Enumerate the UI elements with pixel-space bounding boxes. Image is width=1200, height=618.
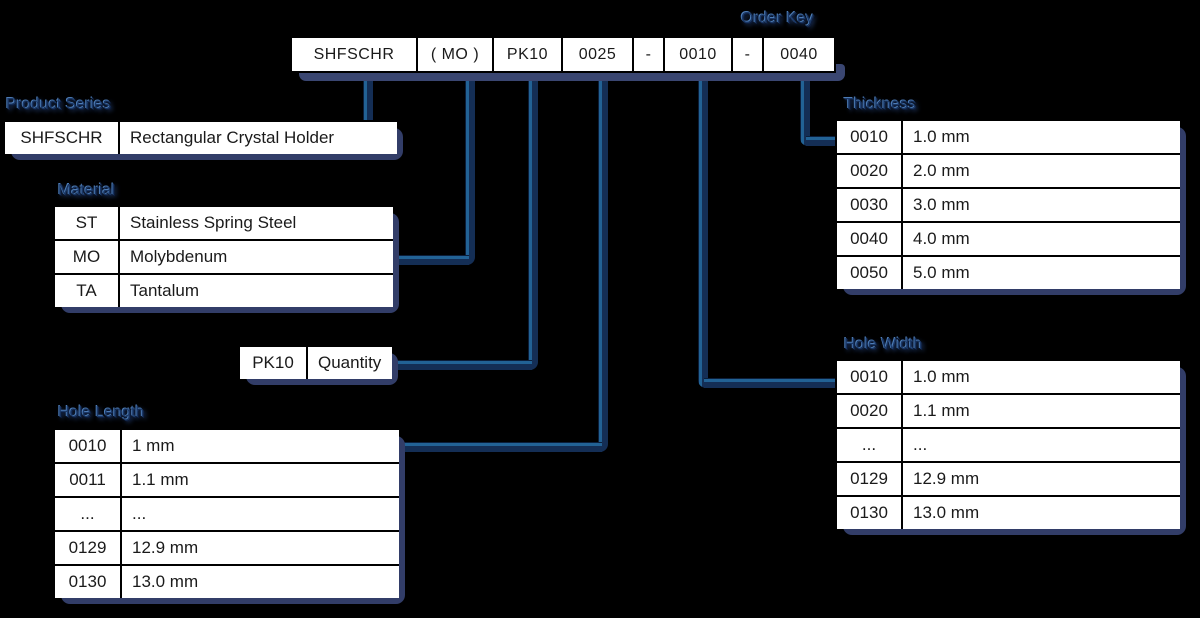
code-cell: ST xyxy=(55,207,120,239)
connector-hole-length-horizontal xyxy=(393,442,602,452)
connector-hole-width-vertical xyxy=(698,76,708,388)
desc-cell: 12.9 mm xyxy=(913,469,980,488)
order-key-cell-hole-width: 0010 xyxy=(665,38,733,71)
hole-length-label: Hole Length xyxy=(58,404,145,421)
connector-product-series xyxy=(363,76,373,128)
code-cell: TA xyxy=(55,275,120,307)
table-row: PK10 Quantity xyxy=(240,347,392,379)
table-row: SHFSCHR Rectangular Crystal Holder xyxy=(5,122,397,154)
code-cell: 0130 xyxy=(837,497,903,529)
desc-cell: 1.1 mm xyxy=(913,401,970,420)
order-key-cell-dash-2: - xyxy=(733,38,764,71)
desc-cell: ... xyxy=(132,504,147,523)
desc-cell: 1.0 mm xyxy=(913,127,970,146)
order-key-title: Order Key xyxy=(741,10,814,27)
desc-cell: ... xyxy=(913,435,928,454)
hole-width-table: 0010 1.0 mm 0020 1.1 mm ... ... 0129 12.… xyxy=(835,359,1186,535)
code-cell: 0129 xyxy=(55,532,122,564)
table-row: 0010 1.0 mm xyxy=(837,121,1180,155)
desc-cell: 1.0 mm xyxy=(913,367,970,386)
material-label: Material xyxy=(58,182,115,199)
table-row: ST Stainless Spring Steel xyxy=(55,207,393,241)
desc-cell: 1.1 mm xyxy=(132,470,189,489)
order-key-cell-product-series: SHFSCHR xyxy=(292,38,418,71)
desc-cell: Tantalum xyxy=(130,281,199,300)
order-key-cell-quantity: PK10 xyxy=(494,38,563,71)
product-series-table: SHFSCHR Rectangular Crystal Holder xyxy=(3,120,403,160)
desc-cell: 12.9 mm xyxy=(132,538,199,557)
hole-width-label: Hole Width xyxy=(844,336,923,353)
table-row: ... ... xyxy=(55,498,399,532)
connector-material-horizontal xyxy=(389,255,469,265)
desc-cell: 5.0 mm xyxy=(913,263,970,282)
order-key-cell-thickness: 0040 xyxy=(764,38,834,71)
code-cell: 0010 xyxy=(837,121,903,153)
table-row: 0010 1.0 mm xyxy=(837,361,1180,395)
code-cell: 0010 xyxy=(837,361,903,393)
table-row: MO Molybdenum xyxy=(55,241,393,275)
table-row: 0020 1.1 mm xyxy=(837,395,1180,429)
order-key-cell-dash-1: - xyxy=(634,38,665,71)
connector-hole-width-horizontal xyxy=(704,378,842,388)
table-row: 0011 1.1 mm xyxy=(55,464,399,498)
table-row: 0050 5.0 mm xyxy=(837,257,1180,289)
desc-cell: Rectangular Crystal Holder xyxy=(130,128,335,147)
desc-cell: 4.0 mm xyxy=(913,229,970,248)
code-cell: ... xyxy=(55,498,122,530)
table-row: 0130 13.0 mm xyxy=(837,497,1180,529)
code-cell: 0130 xyxy=(55,566,122,598)
code-cell: 0020 xyxy=(837,395,903,427)
connector-thickness-vertical xyxy=(800,76,810,146)
desc-cell: 2.0 mm xyxy=(913,161,970,180)
connector-hole-length-vertical xyxy=(598,76,608,452)
code-cell: ... xyxy=(837,429,903,461)
code-cell: MO xyxy=(55,241,120,273)
thickness-table: 0010 1.0 mm 0020 2.0 mm 0030 3.0 mm 0040… xyxy=(835,119,1186,295)
code-cell: 0129 xyxy=(837,463,903,495)
table-row: 0040 4.0 mm xyxy=(837,223,1180,257)
desc-cell: 13.0 mm xyxy=(913,503,980,522)
product-series-label: Product Series xyxy=(6,96,111,113)
table-row: TA Tantalum xyxy=(55,275,393,307)
hole-length-table: 0010 1 mm 0011 1.1 mm ... ... 0129 12.9 … xyxy=(53,428,405,604)
table-row: 0130 13.0 mm xyxy=(55,566,399,598)
code-cell: SHFSCHR xyxy=(5,122,120,154)
desc-cell: 1 mm xyxy=(132,436,175,455)
connector-quantity-vertical xyxy=(528,76,538,370)
connector-material-vertical xyxy=(465,76,475,265)
table-row: 0030 3.0 mm xyxy=(837,189,1180,223)
order-key-cell-material: ( MO ) xyxy=(418,38,494,71)
code-cell: PK10 xyxy=(240,347,308,379)
table-row: ... ... xyxy=(837,429,1180,463)
code-cell: 0050 xyxy=(837,257,903,289)
desc-cell: Quantity xyxy=(318,353,382,372)
table-row: 0010 1 mm xyxy=(55,430,399,464)
table-row: 0129 12.9 mm xyxy=(837,463,1180,497)
code-cell: 0011 xyxy=(55,464,122,496)
order-key-cell-hole-length: 0025 xyxy=(563,38,634,71)
code-cell: 0040 xyxy=(837,223,903,255)
connector-quantity-horizontal xyxy=(384,360,532,370)
thickness-label: Thickness xyxy=(844,96,917,113)
connector-thickness-horizontal xyxy=(806,136,842,146)
table-row: 0020 2.0 mm xyxy=(837,155,1180,189)
desc-cell: 13.0 mm xyxy=(132,572,199,591)
order-key-row: SHFSCHR ( MO ) PK10 0025 - 0010 - 0040 xyxy=(290,36,836,73)
desc-cell: Stainless Spring Steel xyxy=(130,213,297,232)
desc-cell: Molybdenum xyxy=(130,247,228,266)
desc-cell: 3.0 mm xyxy=(913,195,970,214)
quantity-table: PK10 Quantity xyxy=(238,345,398,385)
material-table: ST Stainless Spring Steel MO Molybdenum … xyxy=(53,205,399,313)
code-cell: 0020 xyxy=(837,155,903,187)
table-row: 0129 12.9 mm xyxy=(55,532,399,566)
code-cell: 0010 xyxy=(55,430,122,462)
code-cell: 0030 xyxy=(837,189,903,221)
